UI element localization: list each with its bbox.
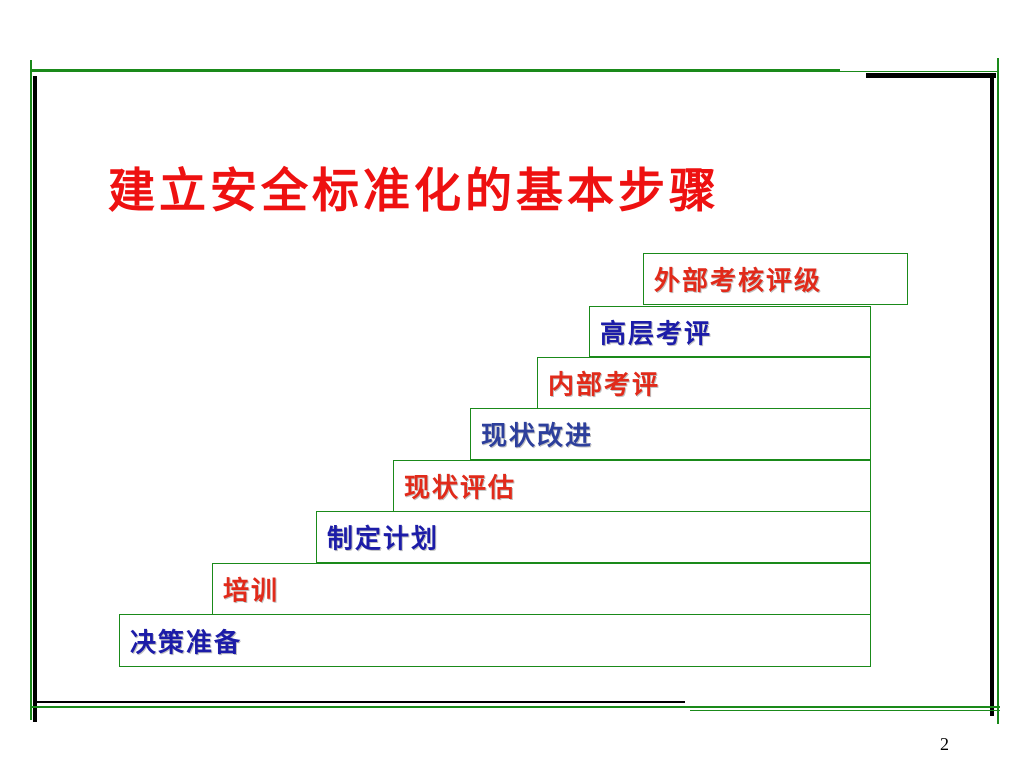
frame-bottom-line-thin: [690, 710, 1000, 711]
step-4: 现状评估: [393, 460, 871, 512]
step-label: 培训: [223, 576, 280, 607]
step-label: 现状评估: [404, 473, 517, 504]
frame-right-line: [997, 58, 999, 724]
step-6: 内部考评: [537, 357, 871, 409]
frame-left-line: [30, 60, 32, 720]
step-1: 决策准备: [119, 614, 871, 667]
step-label: 决策准备: [130, 628, 243, 658]
frame-top-line-thin: [838, 71, 998, 72]
page-number: 2: [940, 734, 949, 754]
step-label: 外部考核评级: [654, 266, 823, 297]
step-7: 高层考评: [589, 306, 871, 357]
step-2: 培训: [212, 563, 871, 615]
frame-right-line-thick: [990, 76, 994, 716]
frame-bottom-line-thick: [35, 701, 685, 703]
frame-top-line-thick: [866, 73, 996, 78]
step-5: 现状改进: [470, 408, 871, 460]
slide-title: 建立安全标准化的基本步骤: [108, 164, 720, 219]
step-label: 内部考评: [548, 370, 661, 401]
frame-left-line-thick: [33, 76, 37, 722]
step-label: 制定计划: [327, 524, 440, 555]
step-label: 现状改进: [481, 421, 594, 452]
frame-top-line: [30, 69, 840, 72]
step-label: 高层考评: [600, 319, 713, 349]
frame-bottom-line: [30, 706, 1000, 708]
step-3: 制定计划: [316, 511, 871, 563]
step-8: 外部考核评级: [643, 253, 908, 305]
